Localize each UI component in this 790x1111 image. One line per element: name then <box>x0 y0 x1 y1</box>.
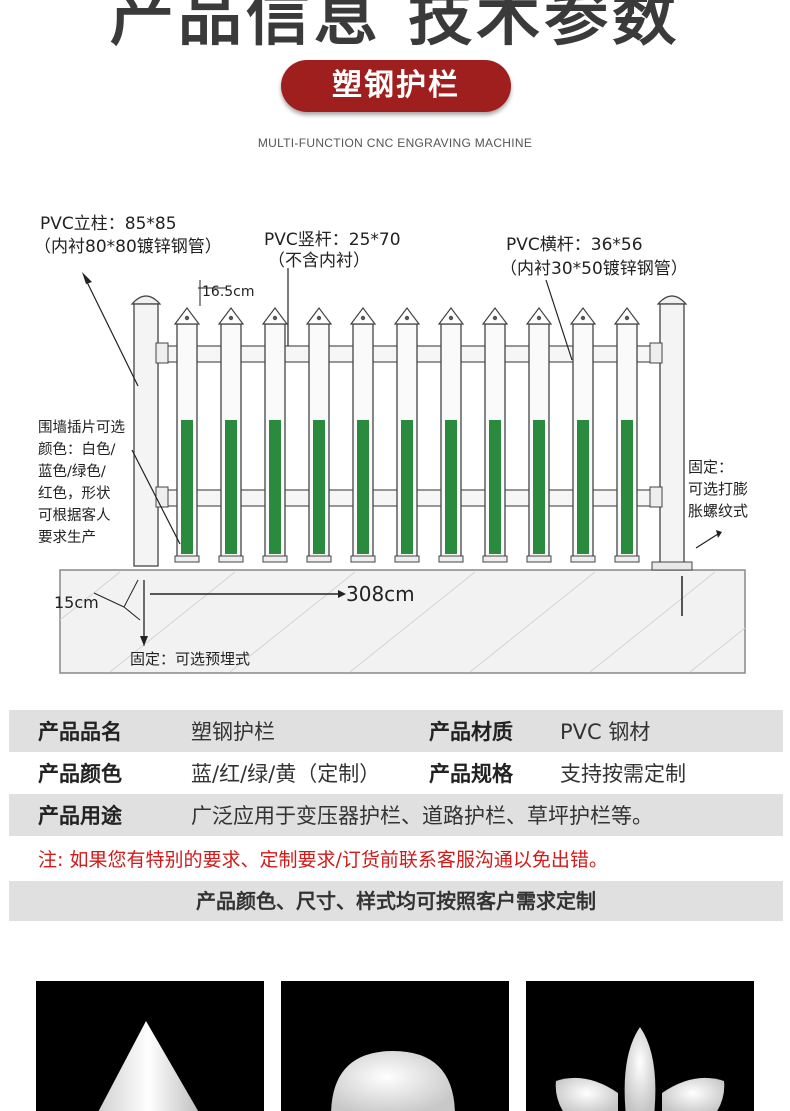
right-post-base-plate <box>651 561 693 571</box>
cap-photo-row <box>0 981 790 1111</box>
spec-row: 产品颜色 蓝/红/绿/黄（定制） 产品规格 支持按需定制 <box>9 752 783 794</box>
left-post-bracket-bottom <box>155 486 169 508</box>
insert-note-line-2: 颜色：白色/ <box>38 441 115 458</box>
picket <box>261 307 289 563</box>
ground-block <box>59 569 746 674</box>
picket-spec-sub: （不含内衬） <box>268 251 370 271</box>
right-post-bracket-top <box>649 342 663 364</box>
spec-row: 产品用途 广泛应用于变压器护栏、道路护栏、草坪护栏等。 <box>9 794 783 836</box>
rail-spec-sub: （内衬30*50镀锌钢管） <box>500 259 688 279</box>
spec-label: 产品用途 <box>38 804 122 828</box>
insert-note-line-1: 围墙插片可选 <box>38 419 125 436</box>
rail-spec-label: PVC横杆：36*56 <box>506 235 643 255</box>
spec-row: 产品品名 塑钢护栏 产品材质 PVC 钢材 <box>9 710 783 752</box>
spec-value: PVC 钢材 <box>560 720 651 744</box>
left-post-cap <box>130 295 162 305</box>
pickets <box>173 307 641 563</box>
picket <box>173 307 201 563</box>
picket <box>437 307 465 563</box>
picket <box>525 307 553 563</box>
product-name-pill: 塑钢护栏 <box>281 60 511 112</box>
spec-label: 产品材质 <box>429 720 513 744</box>
subtitle: MULTI-FUNCTION CNC ENGRAVING MACHINE <box>257 136 533 150</box>
cap-photo-fleur <box>526 981 754 1111</box>
picket <box>217 307 245 563</box>
left-post <box>133 303 159 567</box>
insert-note-line-5: 可根据客人 <box>38 507 111 524</box>
custom-banner: 产品颜色、尺寸、样式均可按照客户需求定制 <box>9 881 783 921</box>
insert-note-line-3: 蓝色/绿色/ <box>38 463 106 480</box>
custom-order-note: 注: 如果您有特别的要求、定制要求/订货前联系客服沟通以免出错。 <box>38 849 608 871</box>
spacing-label: 16.5cm <box>202 284 255 300</box>
spec-label: 产品颜色 <box>38 762 122 786</box>
spec-value: 支持按需定制 <box>560 762 686 786</box>
spec-value: 广泛应用于变压器护栏、道路护栏、草坪护栏等。 <box>191 804 653 828</box>
picket <box>613 307 641 563</box>
picket-spec-label: PVC竖杆：25*70 <box>264 230 401 250</box>
picket <box>481 307 509 563</box>
spec-table: 产品品名 塑钢护栏 产品材质 PVC 钢材 产品颜色 蓝/红/绿/黄（定制） 产… <box>9 710 783 836</box>
right-post-bracket-bottom <box>649 486 663 508</box>
picket <box>393 307 421 563</box>
spec-label: 产品品名 <box>38 720 122 744</box>
pointed-cap-icon <box>98 1021 199 1111</box>
picket <box>305 307 333 563</box>
fleur-cap-icon <box>555 1027 725 1111</box>
spec-label: 产品规格 <box>429 762 513 786</box>
insert-note-line-4: 红色，形状 <box>38 485 111 502</box>
width-label: 308cm <box>346 582 415 606</box>
depth-label: 15cm <box>54 593 99 612</box>
cap-photo-round <box>281 981 509 1111</box>
fix-right-line-1: 固定： <box>688 458 733 476</box>
fix-right-line-2: 可选打膨 <box>688 480 748 498</box>
spec-value: 塑钢护栏 <box>191 720 275 744</box>
post-spec-label: PVC立柱：85*85 <box>40 214 177 234</box>
fence-diagram: PVC立柱：85*85 （内衬80*80镀锌钢管） PVC竖杆：25*70 （不… <box>0 200 790 690</box>
fix-right-line-3: 胀螺纹式 <box>688 502 748 520</box>
picket <box>349 307 377 563</box>
picket <box>569 307 597 563</box>
left-post-bracket-top <box>155 342 169 364</box>
spec-value: 蓝/红/绿/黄（定制） <box>191 762 381 786</box>
insert-note-line-6: 要求生产 <box>38 529 96 546</box>
round-cap-icon <box>331 1051 455 1111</box>
cap-photo-pointed <box>36 981 264 1111</box>
post-spec-sub: （内衬80*80镀锌钢管） <box>34 237 222 257</box>
fix-bottom-label: 固定：可选预埋式 <box>130 650 250 668</box>
hero-title: 产品信息 技术参数 <box>109 0 681 55</box>
right-post-cap <box>656 295 688 305</box>
right-post <box>659 303 685 567</box>
